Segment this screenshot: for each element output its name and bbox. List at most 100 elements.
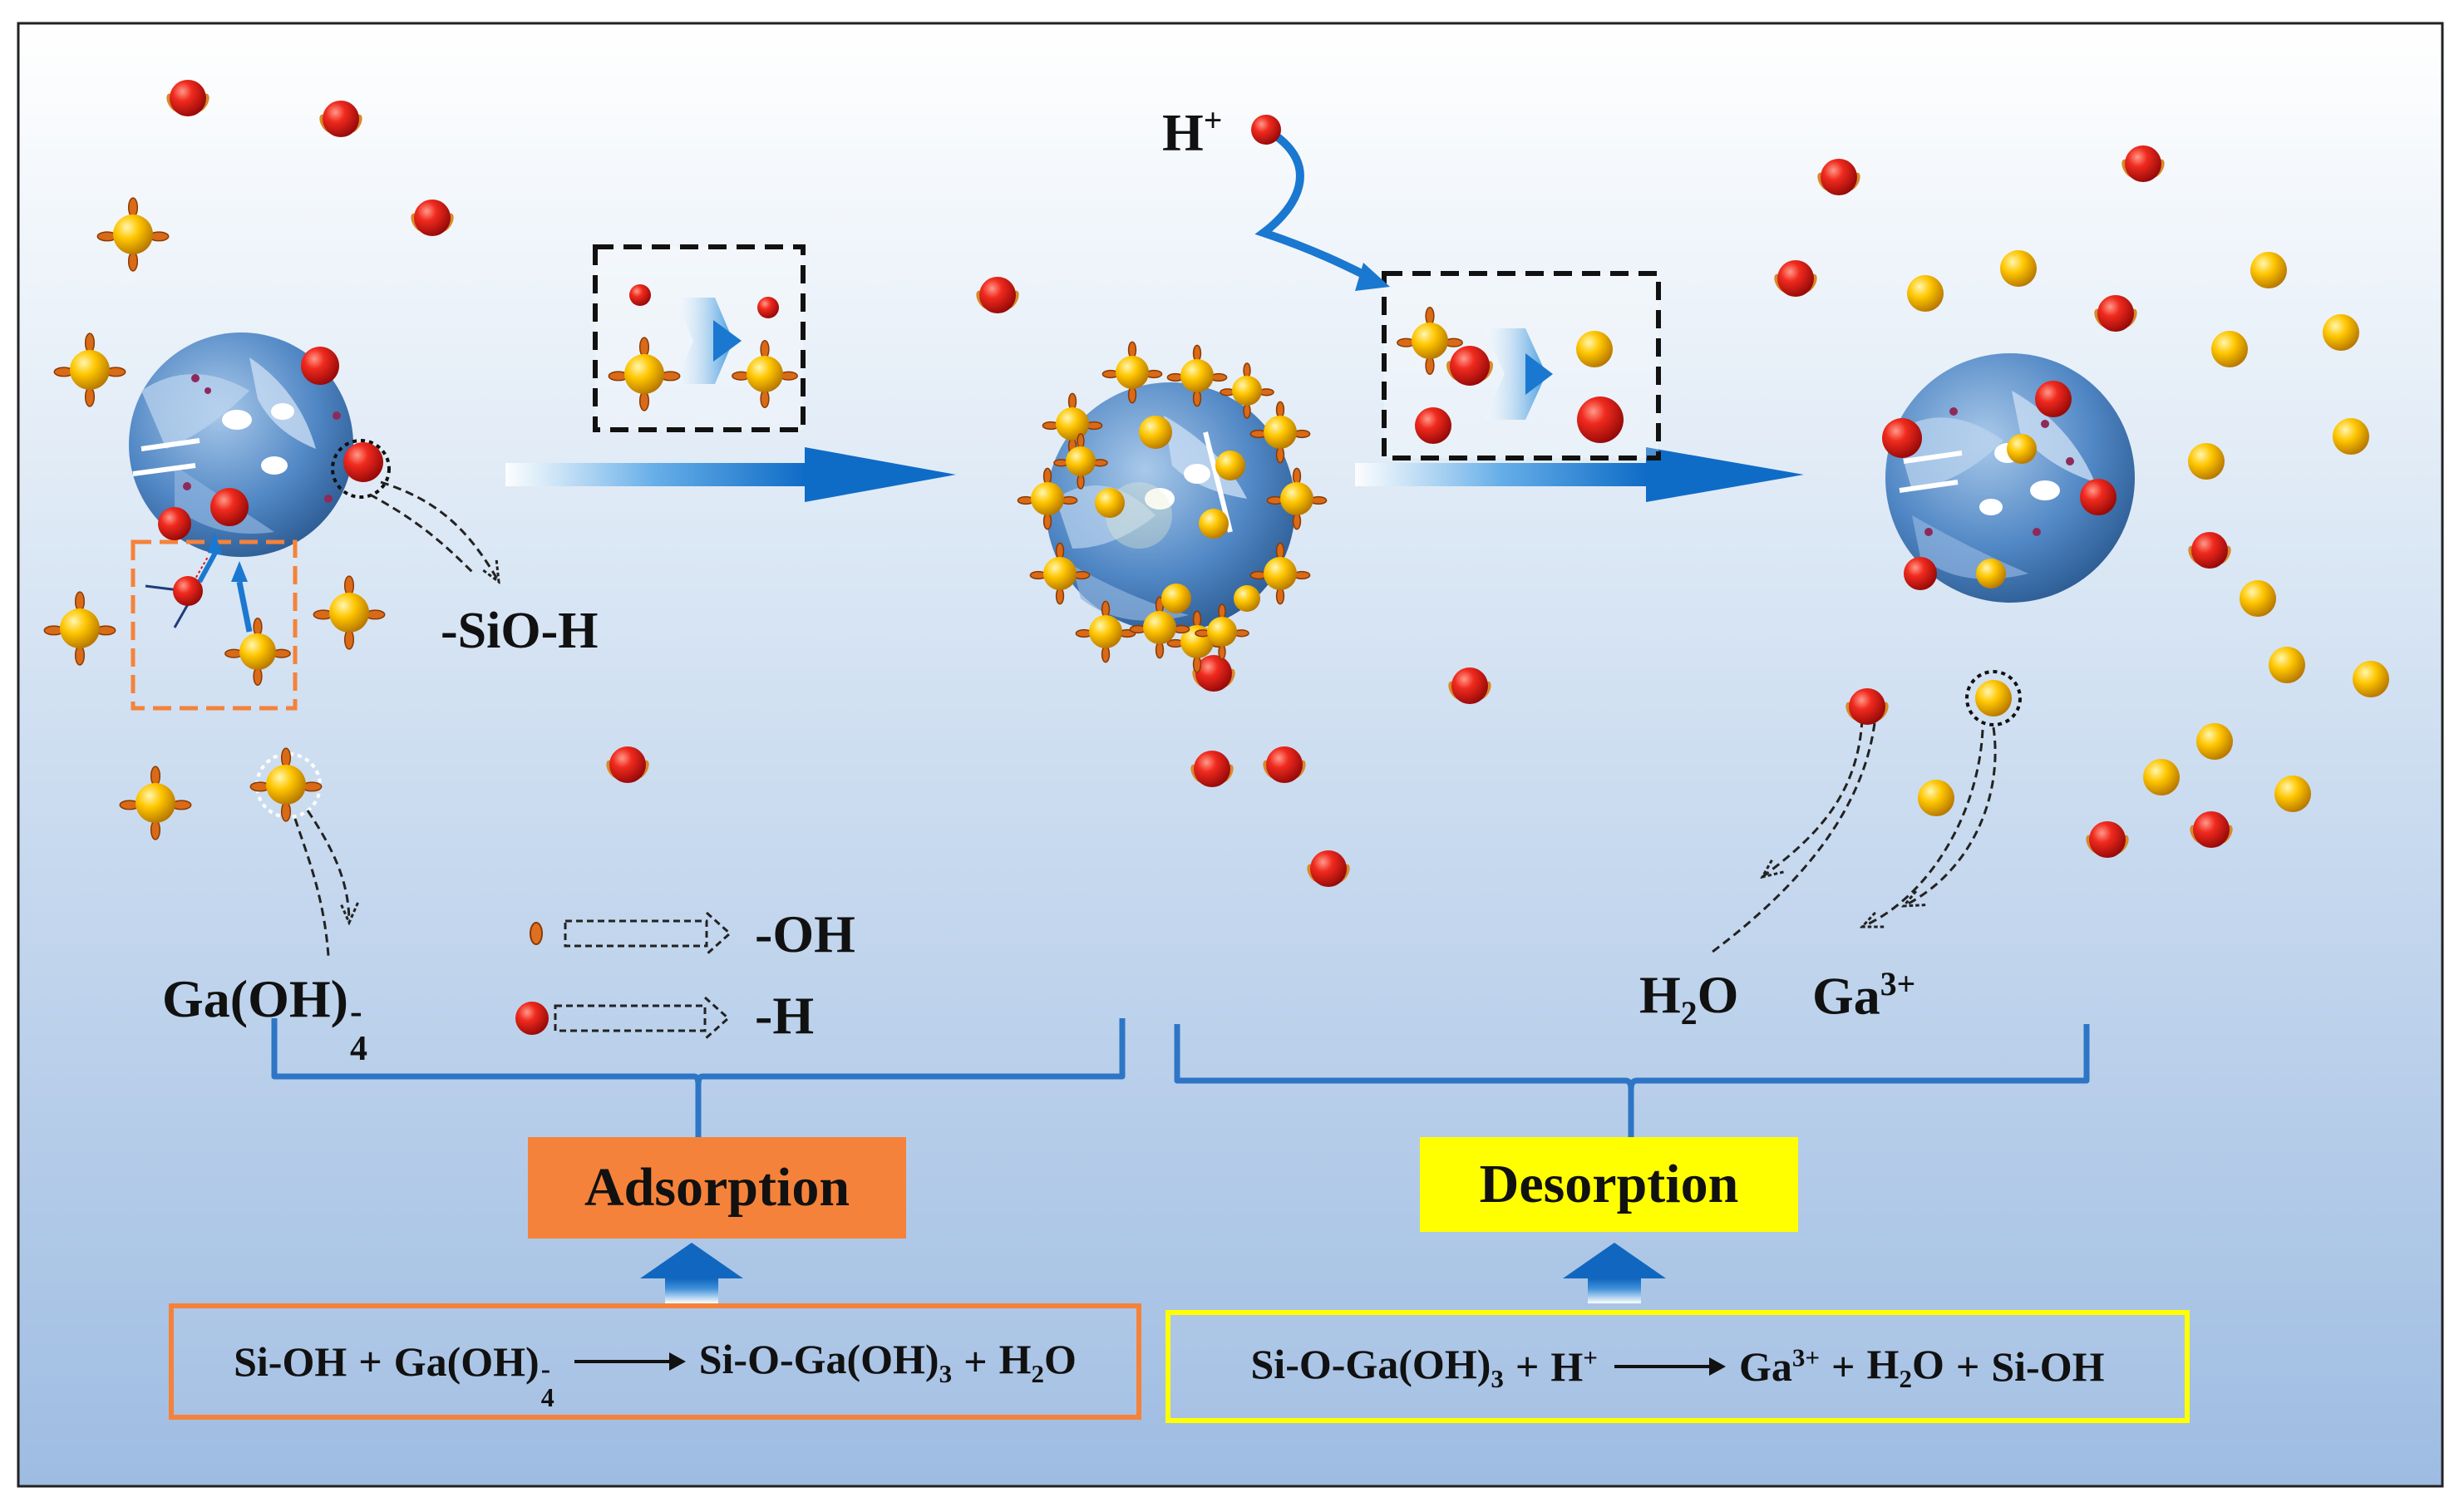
gallate-ion-icon [249, 747, 323, 822]
gallate-ion-icon [1129, 596, 1190, 659]
sio-h-label: -SiO-H [441, 603, 599, 659]
eq-ads-product-2-tail: O [1044, 1335, 1077, 1382]
gallium-ion-icon [2211, 331, 2248, 367]
eq-des-product-2: H2O [1867, 1340, 1944, 1394]
eq-ads-reaction-arrow [574, 1352, 686, 1371]
eq-ads-reactant-2-charge: - [540, 1354, 551, 1385]
h-ion-icon [1577, 396, 1624, 443]
water-molecule-icon [2188, 532, 2231, 569]
gallium-ion-icon [2240, 580, 2276, 617]
ga3-label: Ga3+ [1812, 968, 1915, 1022]
water-molecule-icon [606, 746, 649, 783]
water-molecule-icon [2086, 821, 2129, 858]
h-ion-icon [173, 576, 203, 606]
eq-ads-plus-2: + [963, 1338, 988, 1385]
adsorption-stage-label: Adsorption [584, 1157, 850, 1218]
h-ion-icon [1882, 418, 1922, 458]
eq-ads-plus-1: + [358, 1338, 382, 1385]
gallium-ion-icon [1199, 509, 1229, 539]
eq-ads-reactant-2: Ga(OH)-4 [394, 1337, 558, 1412]
water-molecule-icon [1448, 667, 1491, 704]
gallate-ion-icon [1249, 401, 1311, 464]
gallate-ion-icon [1266, 467, 1328, 530]
gallium-ion-icon [1095, 488, 1125, 518]
gallate-ion-icon [313, 575, 386, 650]
desorption-stage-label: Desorption [1479, 1154, 1739, 1214]
gallate-ion-icon [1220, 362, 1274, 419]
adsorption-equation-box: Si-OH + Ga(OH)-4 Si-O-Ga(OH)3 + H2O [169, 1303, 1141, 1420]
sio-h-site-marker [331, 439, 391, 499]
gallium-ion-icon [1161, 584, 1191, 613]
gallate-ion-icon [732, 339, 798, 409]
gallate-ion-icon [1029, 542, 1091, 605]
gallium-ion-icon [2353, 661, 2389, 697]
gallate-ion-icon [1017, 467, 1078, 530]
gallate-ion-icon [96, 197, 170, 272]
water-molecule-icon [976, 277, 1019, 313]
h2o-connector-2 [1712, 722, 1876, 953]
gallate-ion-icon [224, 617, 291, 687]
process-arrow-1 [505, 447, 956, 502]
water-molecule-icon [166, 80, 209, 116]
h-ion-icon [343, 442, 383, 482]
gallium-ion-icon [2250, 252, 2287, 288]
desorption-bracket [1174, 1024, 2090, 1139]
eq-ads-product-1-subscript: 3 [939, 1358, 953, 1388]
eq-des-reaction-arrow [1614, 1357, 1726, 1376]
gallate-ion-icon [1195, 603, 1249, 660]
ion-spheres [43, 80, 2389, 887]
legend-h-label: -H [755, 986, 815, 1045]
h-ion-icon [1904, 557, 1937, 590]
gallium-ion-icon [2269, 647, 2305, 683]
h-plus-label: H+ [1162, 102, 1223, 159]
gallium-ion-icon [1576, 331, 1613, 367]
ga3-marker [1965, 670, 2022, 726]
eq-ads-reactant-1: Si-OH [234, 1338, 347, 1385]
h2o-connector [1762, 718, 1864, 877]
eq-des-product-3: Si-OH [1991, 1343, 2105, 1390]
gallium-ion-icon [1975, 680, 2012, 717]
water-molecule-icon [1446, 346, 1493, 386]
eq-des-product-2-base: H [1866, 1340, 1900, 1387]
eq-des-product-2-subscript: 2 [1899, 1363, 1912, 1393]
legend-oh-label: -OH [755, 904, 855, 963]
eq-des-product-1-charge: 3+ [1791, 1342, 1821, 1372]
gallium-ion-icon [2323, 314, 2359, 351]
gallate-ion-icon [1166, 344, 1228, 407]
eq-des-reactant-1-subscript: 3 [1491, 1363, 1504, 1393]
legend-arrow-oh [564, 911, 732, 956]
gallate-subscript: 4 [349, 1030, 367, 1068]
water-molecule-icon [411, 199, 454, 236]
water-molecule-icon [1774, 260, 1817, 297]
h-ion-icon [629, 284, 651, 306]
water-molecule-icon [2094, 295, 2137, 332]
gallate-base: Ga(OH) [162, 969, 348, 1028]
adsorption-bracket [271, 1018, 1126, 1139]
water-molecule-icon [2121, 145, 2165, 182]
desorption-stage-box: Desorption [1420, 1137, 1798, 1232]
water-molecule-icon [2190, 811, 2233, 848]
gallate-charge: - [349, 991, 362, 1032]
h-plus-charge: + [1203, 102, 1223, 139]
water-molecule-icon [319, 101, 362, 137]
process-arrow-2 [1355, 447, 1804, 502]
gallium-ion-icon [2188, 443, 2225, 480]
gallate-ion-icon [1053, 433, 1108, 490]
sio-h-connector-2 [369, 493, 476, 575]
eq-des-reactant-2-charge: + [1583, 1342, 1598, 1372]
h-ion-icon [1415, 407, 1451, 444]
water-molecule-icon [1190, 751, 1234, 787]
eq-ads-product-2: H2O [999, 1335, 1077, 1389]
adsorption-up-arrow [640, 1243, 743, 1303]
gallium-ion-icon [2000, 250, 2037, 287]
gallium-ion-icon [1234, 585, 1260, 612]
ga3-base: Ga [1812, 966, 1880, 1026]
legend-h-icon [515, 1002, 549, 1035]
eq-des-product-1: Ga3+ [1739, 1342, 1820, 1391]
h-ion-icon [757, 297, 779, 318]
eq-ads-reactant-2-subscript: 4 [540, 1382, 554, 1412]
water-molecule-icon [1845, 688, 1889, 725]
gallate-ion-icon [1101, 341, 1163, 404]
diagram-frame [17, 22, 2444, 1488]
